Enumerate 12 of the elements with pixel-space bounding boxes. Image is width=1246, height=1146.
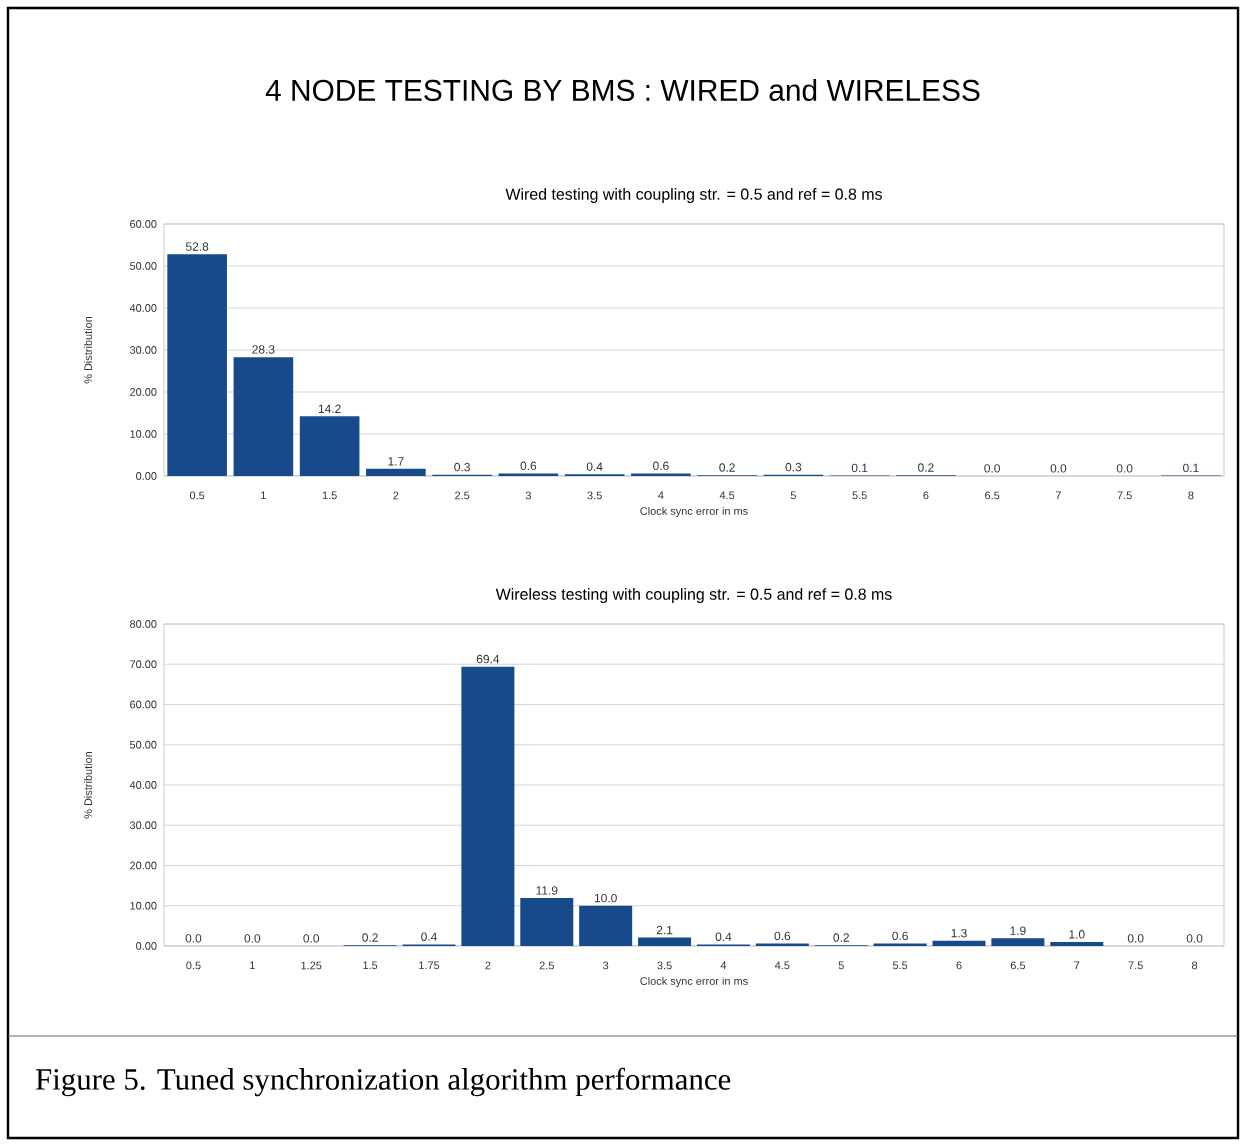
bar: [233, 357, 294, 476]
bar: [638, 937, 692, 946]
bar: [932, 940, 986, 946]
figure-caption: Figure 5. Tuned synchronization algorithm performance: [35, 1067, 731, 1097]
bar: [299, 416, 360, 476]
bar: [366, 468, 426, 476]
bar: [461, 666, 515, 946]
bar: [520, 898, 574, 946]
chart-title: 4 NODE TESTING BY BMS : WIRED and WIRELESS: [265, 79, 980, 101]
bar: [991, 938, 1045, 946]
bar: [579, 905, 633, 946]
bar: [167, 254, 227, 476]
